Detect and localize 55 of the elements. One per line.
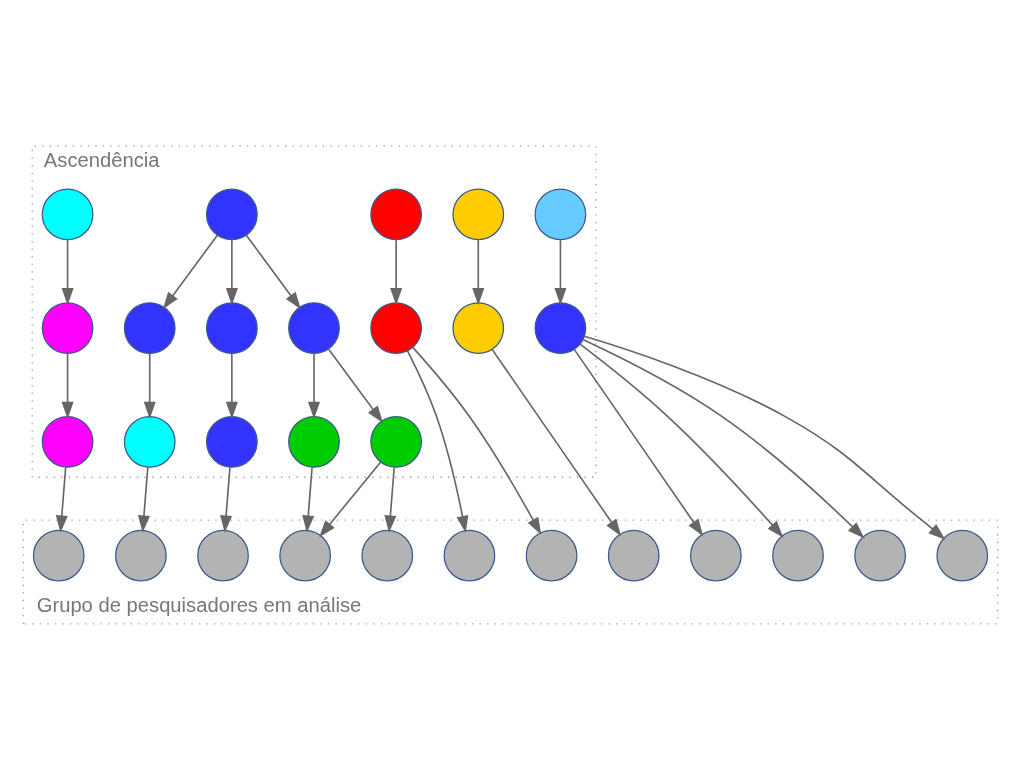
node-circle <box>41 188 94 240</box>
arrow <box>245 234 301 309</box>
arrow <box>162 234 218 309</box>
arrow <box>554 238 567 305</box>
node-circle <box>452 301 505 354</box>
arrow <box>319 460 382 537</box>
node-circle <box>525 529 578 581</box>
arrow <box>220 465 233 533</box>
arrow <box>411 346 542 535</box>
cluster: Ascendência <box>31 145 597 478</box>
arrow <box>472 238 485 305</box>
node-circle <box>689 529 742 581</box>
node-circle <box>123 301 176 354</box>
arrow <box>579 342 784 538</box>
arrow <box>61 352 74 419</box>
arrow <box>390 238 403 305</box>
arrow <box>225 238 238 305</box>
arrow <box>583 334 946 540</box>
node-circle <box>41 415 94 468</box>
arrow <box>491 348 622 536</box>
node-circle <box>205 415 258 468</box>
arrow <box>327 347 384 423</box>
arrow <box>225 352 238 419</box>
node-circle <box>443 529 496 581</box>
arrow <box>61 238 74 305</box>
arrow <box>137 465 150 533</box>
node-circle <box>205 188 258 240</box>
node-circle <box>936 529 989 581</box>
arrow <box>406 349 469 533</box>
node-circle <box>607 529 660 581</box>
arrow <box>143 352 156 419</box>
arrow <box>582 338 865 539</box>
node-circle <box>370 188 423 240</box>
node-circle <box>534 188 587 240</box>
node-circle <box>123 415 176 468</box>
node-circle <box>772 529 824 581</box>
node-circle <box>205 301 258 354</box>
arrow <box>302 465 315 533</box>
node-circle <box>534 301 587 354</box>
node-circle <box>197 529 249 581</box>
node-circle <box>41 301 94 354</box>
node-circle <box>114 529 167 581</box>
node-circle <box>370 301 423 354</box>
arrow <box>55 465 68 533</box>
node-circle <box>452 188 505 240</box>
node-circle <box>32 529 85 581</box>
arrow <box>307 352 320 419</box>
arrow <box>573 348 704 536</box>
node-circle <box>370 415 423 468</box>
arrow <box>384 465 397 533</box>
node-circle <box>361 529 414 581</box>
node-circle <box>854 529 907 581</box>
node-circle <box>279 529 332 581</box>
node-circle <box>288 415 340 468</box>
node-circle <box>288 301 340 354</box>
